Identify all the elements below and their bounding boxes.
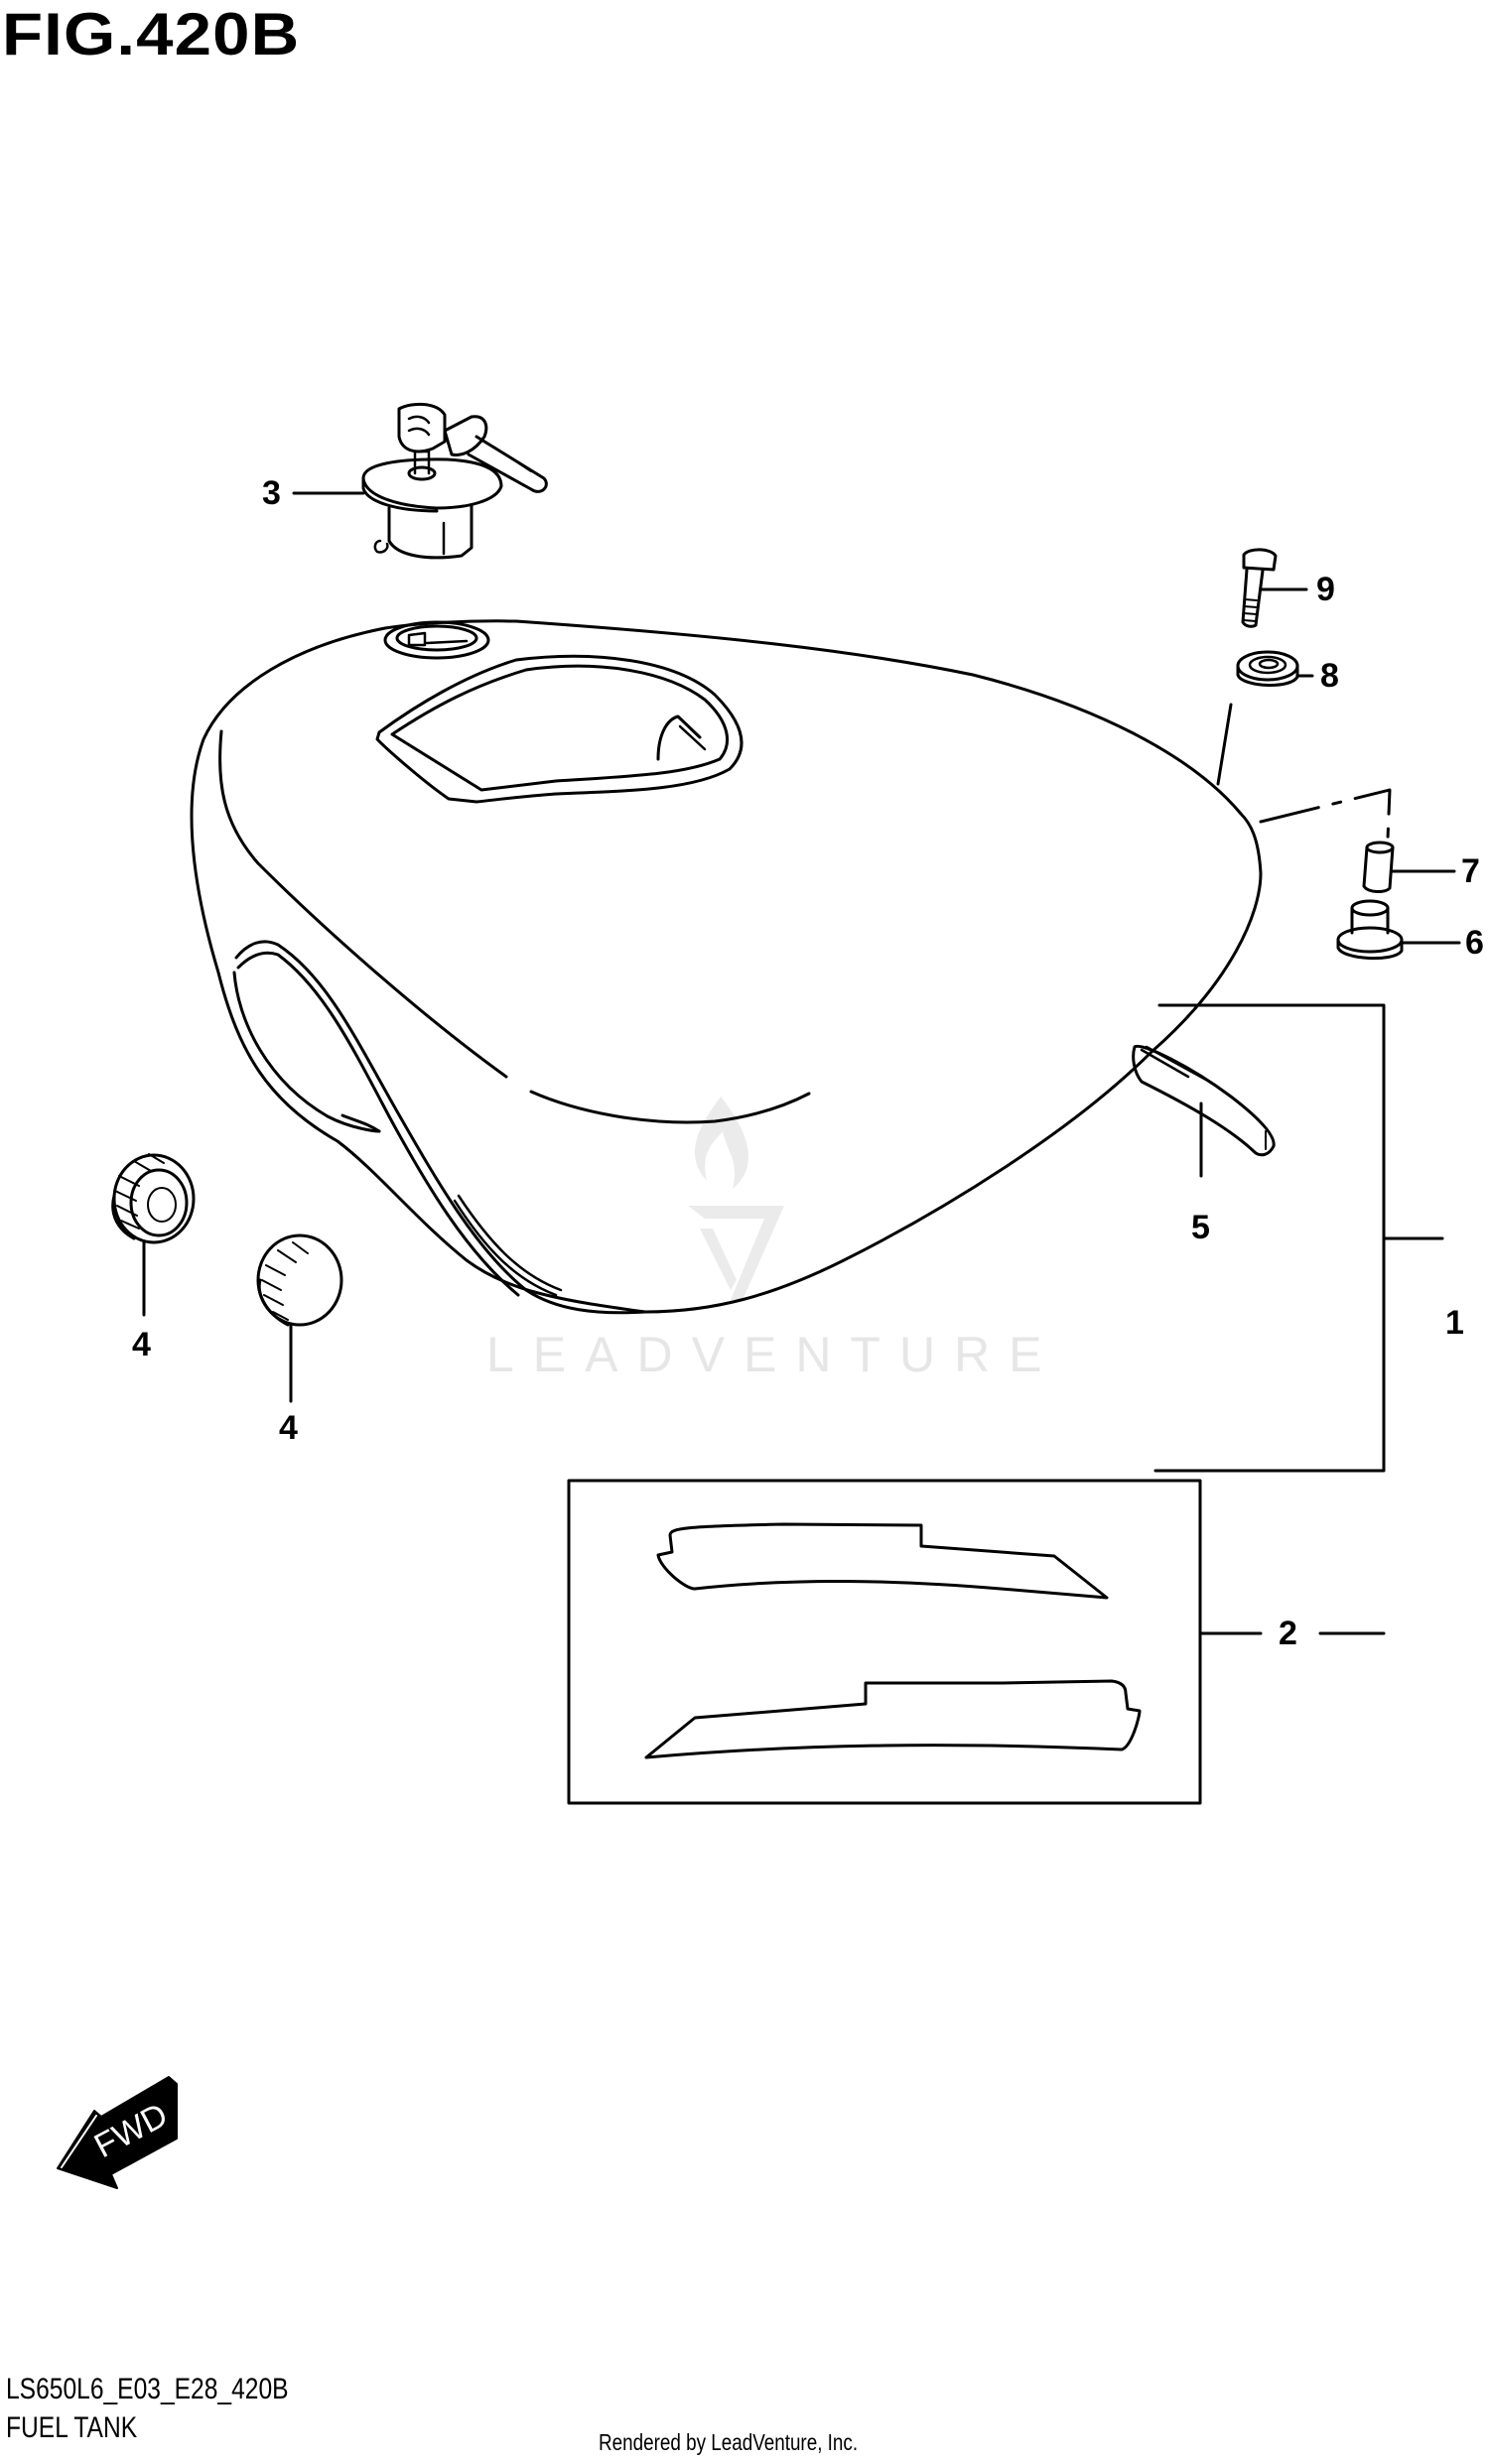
callout-1[interactable]: 1 [1445, 1304, 1464, 1342]
emblem-lower-drawing[interactable] [644, 1679, 1142, 1759]
fuel-cap-drawing[interactable] [361, 402, 548, 560]
fuel-tank-drawing[interactable] [190, 619, 1263, 1315]
render-credit: Rendered by LeadVenture, Inc. [599, 2429, 859, 2455]
bracket-item-1 [1153, 1003, 1386, 1473]
callout-5[interactable]: 5 [1191, 1209, 1210, 1246]
model-code: LS650L6_E03_E28_420B [6, 2373, 289, 2405]
callout-6[interactable]: 6 [1465, 924, 1484, 962]
callout-2[interactable]: 2 [1279, 1615, 1297, 1652]
emblem-set-box [567, 1479, 1202, 1805]
callout-4b[interactable]: 4 [279, 1409, 298, 1447]
tank-cushion-right-drawing[interactable] [256, 1233, 343, 1327]
mount-line-washer [1216, 703, 1233, 786]
forward-arrow-icon [57, 2076, 178, 2189]
callout-8[interactable]: 8 [1320, 657, 1339, 695]
callout-4a[interactable]: 4 [132, 1326, 151, 1363]
mount-line-spacer [1259, 788, 1392, 841]
callout-7[interactable]: 7 [1461, 852, 1480, 890]
tank-cushion-left-drawing[interactable] [111, 1153, 196, 1244]
emblem-upper-drawing[interactable] [656, 1522, 1109, 1600]
section-name: FUEL TANK [6, 2411, 138, 2444]
bolt-drawing[interactable] [1241, 548, 1278, 628]
callout-3[interactable]: 3 [262, 474, 281, 512]
trim-cushion-drawing[interactable] [1132, 1044, 1276, 1157]
figure-title: FIG.420B [2, 1, 301, 67]
rear-cushion-drawing[interactable] [1336, 899, 1404, 961]
spacer-drawing[interactable] [1362, 841, 1395, 893]
callout-9[interactable]: 9 [1316, 571, 1335, 608]
washer-drawing[interactable] [1236, 650, 1299, 687]
watermark-text: LEADVENTURE [486, 1327, 1061, 1382]
